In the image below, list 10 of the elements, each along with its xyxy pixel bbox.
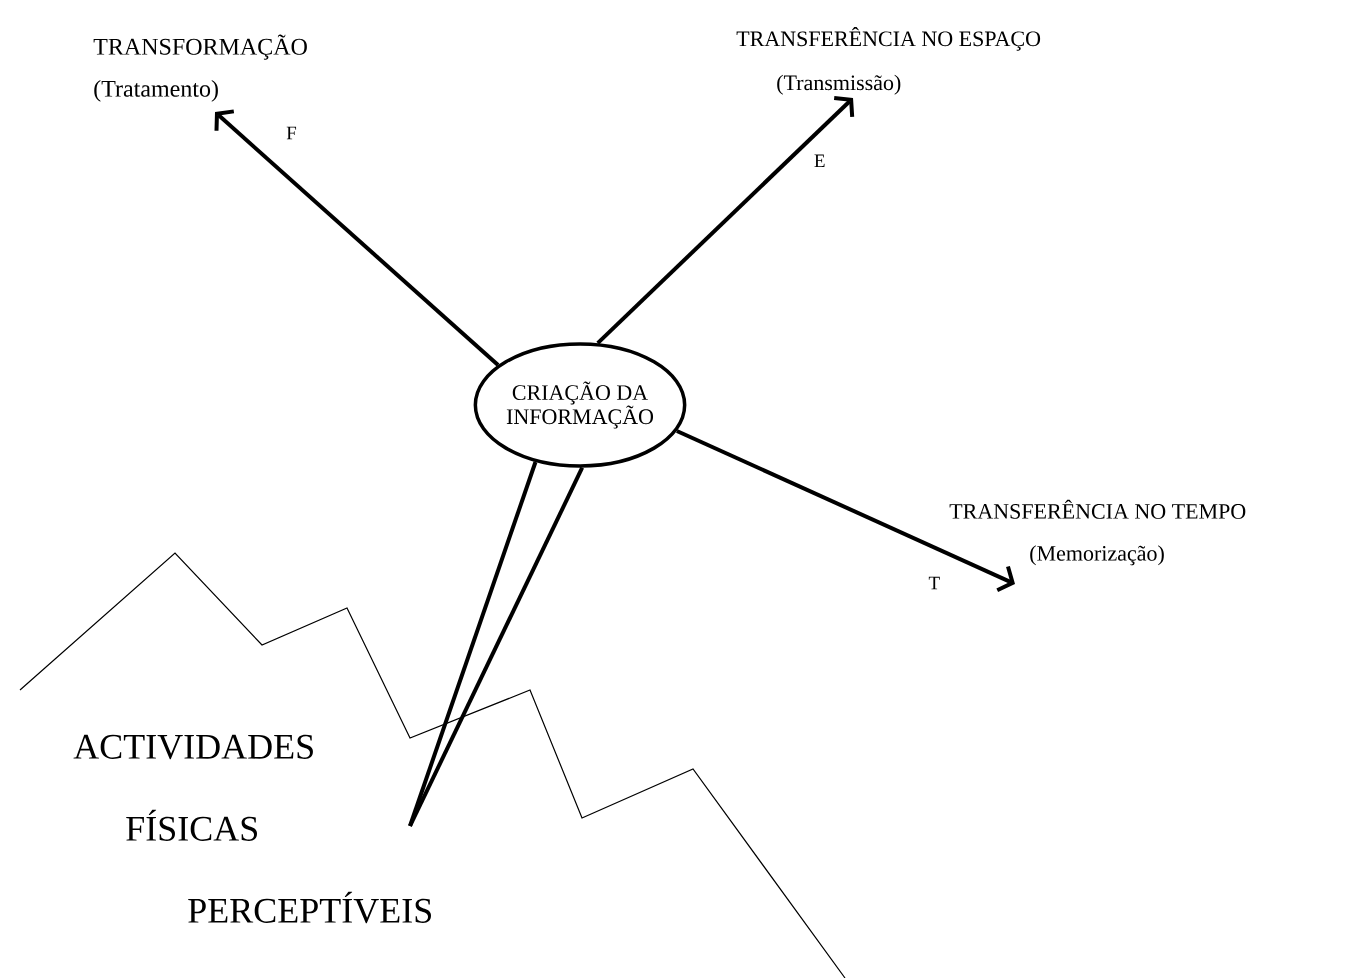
edge-label: T (927, 575, 942, 591)
arrow (596, 96, 855, 345)
label-text: TRANSFERÊNCIA NO ESPAÇO (Transmissão) (736, 27, 1041, 95)
label-text: ACTIVIDADES FÍSICAS PERCEPTÍVEIS (73, 734, 431, 924)
edge-label: E (812, 153, 827, 168)
arrow (676, 429, 1015, 593)
label-text: TRANSFERÊNCIA NO TEMPO (Memorização) (949, 499, 1246, 566)
label-text: TRANSFORMAÇÃO (Tratamento) (93, 34, 307, 102)
edge-label: F (285, 125, 298, 141)
arrow (214, 109, 500, 367)
